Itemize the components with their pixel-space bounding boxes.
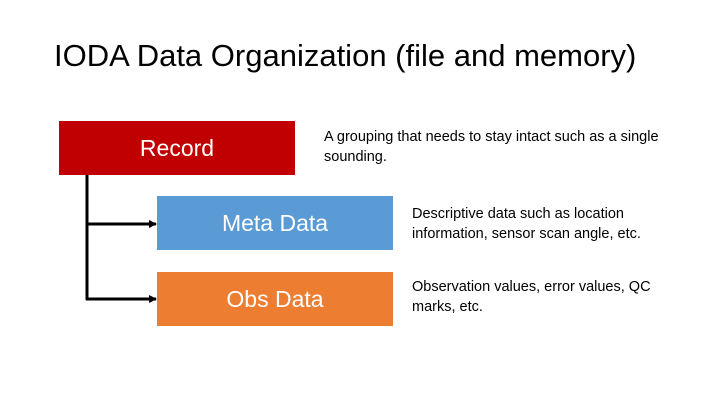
obs-data-box: Obs Data	[157, 272, 393, 326]
record-label: Record	[139, 134, 215, 161]
record-box: Record	[59, 121, 295, 175]
obs-data-description: Observation values, error values, QC mar…	[412, 279, 651, 315]
meta-data-box: Meta Data	[157, 196, 393, 250]
slide-title: IODA Data Organization (file and memory)	[54, 38, 637, 73]
meta-data-description: Descriptive data such as location inform…	[412, 206, 641, 242]
obs-data-label: Obs Data	[226, 285, 324, 312]
meta-data-label: Meta Data	[221, 209, 329, 236]
record-description: A grouping that needs to stay intact suc…	[324, 129, 659, 165]
